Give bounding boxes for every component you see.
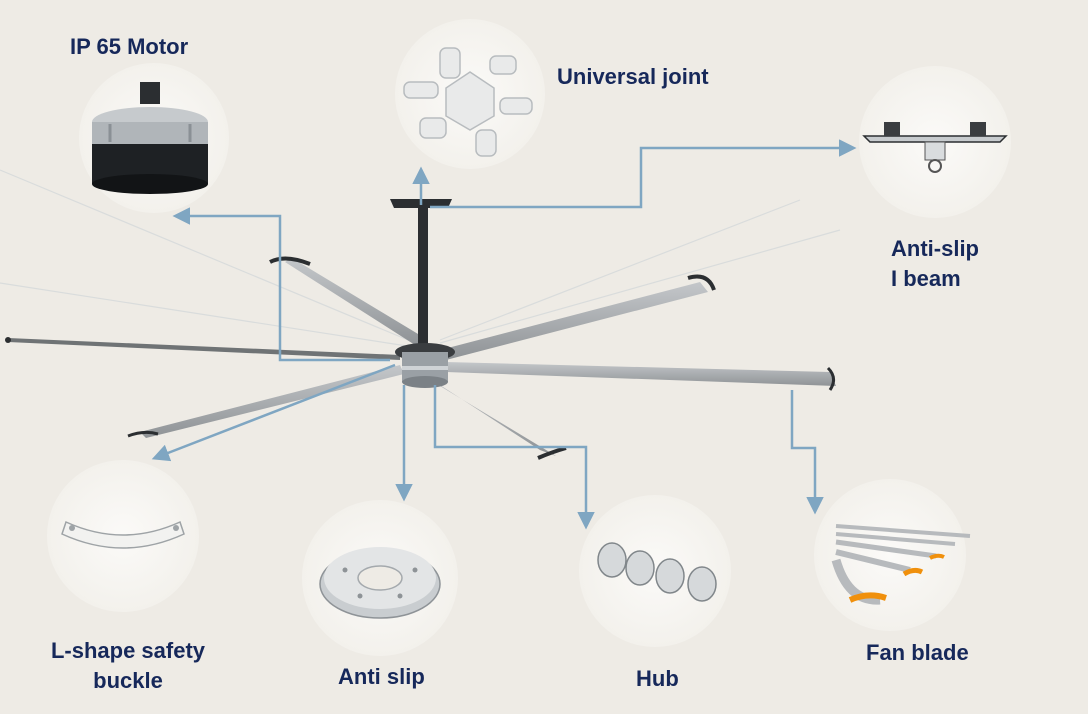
universal-joint-icon bbox=[403, 47, 533, 157]
universal-joint-label: Universal joint bbox=[557, 64, 709, 89]
buckle-label-line1: L-shape safety bbox=[50, 638, 206, 663]
i-beam-label-line2: I beam bbox=[891, 266, 961, 291]
arrow-to-motor bbox=[172, 207, 390, 362]
buckle-label-line2: buckle bbox=[93, 668, 163, 693]
hub-icon bbox=[597, 542, 717, 602]
anti-slip-label: Anti slip bbox=[338, 664, 425, 689]
arrow-to-i-beam bbox=[430, 139, 857, 209]
arrow-to-buckle bbox=[151, 363, 396, 462]
ceiling-fan-illustration bbox=[5, 199, 836, 460]
motor-icon bbox=[92, 82, 208, 194]
i-beam-label-line1: Anti-slip bbox=[891, 236, 979, 261]
fan-blade-label: Fan blade bbox=[866, 640, 969, 665]
fan-blade-icon bbox=[831, 524, 971, 605]
background-faint-lines bbox=[0, 169, 841, 349]
connector-arrows bbox=[151, 139, 857, 530]
anti-slip-plate-icon bbox=[319, 547, 441, 619]
i-beam-label: Anti-slip I beam bbox=[891, 234, 979, 294]
motor-label: IP 65 Motor bbox=[70, 34, 189, 59]
buckle-label: L-shape safety buckle bbox=[28, 636, 228, 696]
hub-circle bbox=[579, 495, 731, 647]
i-beam-icon bbox=[862, 122, 1008, 173]
arrow-to-hub bbox=[433, 385, 595, 530]
hub-label: Hub bbox=[636, 666, 679, 691]
buckle-icon bbox=[61, 520, 185, 549]
arrow-to-fan-blade bbox=[790, 390, 824, 515]
